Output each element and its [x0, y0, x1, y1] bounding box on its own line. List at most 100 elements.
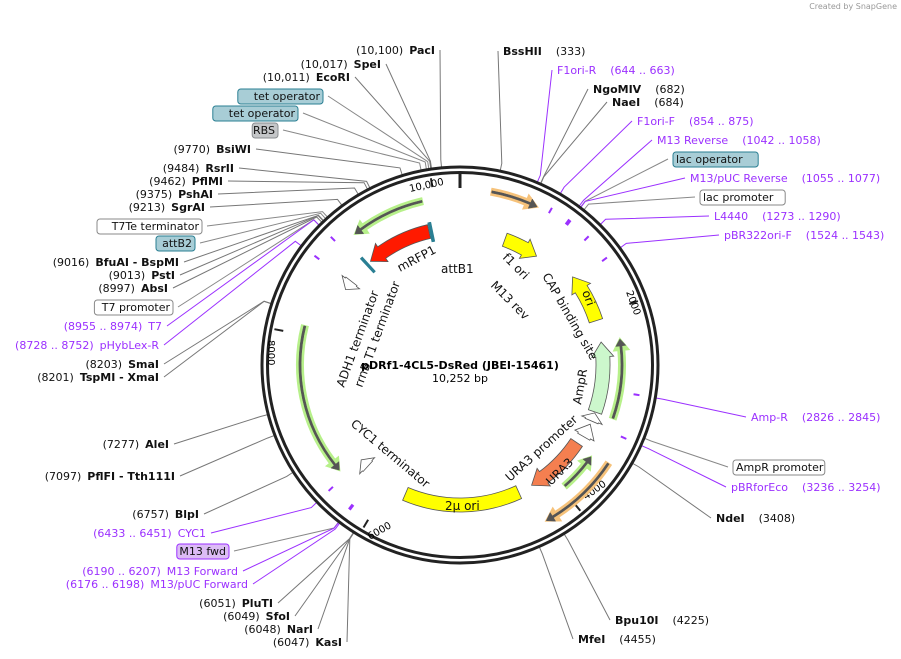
- feature-label-cyc1-terminator[interactable]: CYC1 terminator: [348, 417, 432, 491]
- feature-ampr[interactable]: [587, 341, 615, 415]
- site-name: BlpI: [175, 508, 199, 521]
- enzyme-label[interactable]: NaeI(684): [612, 96, 684, 109]
- enzyme-label[interactable]: BssHII(333): [503, 45, 585, 58]
- feature-ampr-promoter[interactable]: [580, 412, 604, 426]
- primer-label[interactable]: M13 Reverse(1042 .. 1058): [657, 134, 821, 147]
- enzyme-label[interactable]: (6049)SfoI: [223, 610, 290, 623]
- enzyme-label[interactable]: (9016)BfuAI - BspMI: [53, 256, 179, 269]
- enzyme-label[interactable]: (9013)PstI: [109, 269, 175, 282]
- feature-tag[interactable]: attB2: [162, 237, 192, 250]
- primer-label[interactable]: F1ori-R(644 .. 663): [557, 64, 675, 77]
- feature-ura3[interactable]: [531, 438, 583, 487]
- enzyme-label[interactable]: (6757)BlpI: [132, 508, 199, 521]
- enzyme-label[interactable]: (6048)NarI: [244, 623, 313, 636]
- feature-orf-arrow[interactable]: [298, 325, 340, 471]
- enzyme-label[interactable]: (10,011)EcoRI: [263, 71, 350, 84]
- site-name: PshAI: [178, 188, 213, 201]
- enzyme-label[interactable]: (6047)KasI: [273, 636, 342, 649]
- feature-orf-arrow[interactable]: [491, 190, 538, 209]
- enzyme-label[interactable]: (7277)AleI: [103, 438, 169, 451]
- primer-label[interactable]: (8728 .. 8752)pHybLex-R: [15, 339, 159, 352]
- primer-label[interactable]: F1ori-F(854 .. 875): [637, 115, 754, 128]
- enzyme-label[interactable]: (8997)AbsI: [98, 282, 168, 295]
- primer-leader-line: [166, 219, 320, 327]
- enzyme-label[interactable]: (6051)PluTI: [199, 597, 273, 610]
- primer-label[interactable]: (6433 .. 6451)CYC1: [93, 527, 206, 540]
- primer-label[interactable]: pBRforEco(3236 .. 3254): [731, 481, 881, 494]
- feature-adh1-terminator[interactable]: [341, 274, 361, 291]
- leader-line: [209, 198, 343, 208]
- feature-orf-arrow[interactable]: [563, 456, 592, 488]
- enzyme-label[interactable]: (9462)PflMI: [149, 175, 223, 188]
- feature-orf-arrow[interactable]: [354, 200, 423, 235]
- enzyme-label[interactable]: (10,100)PacI: [356, 44, 435, 57]
- site-position: (684): [654, 96, 684, 109]
- feature-tag-box[interactable]: [699, 189, 786, 206]
- enzyme-label[interactable]: (10,017)SpeI: [301, 58, 381, 71]
- feature-tag-text: lac operator: [676, 153, 743, 166]
- site-position: (9016): [53, 256, 90, 269]
- feature-tag-box[interactable]: [237, 88, 324, 105]
- feature-tag[interactable]: T7Te terminator: [111, 220, 200, 233]
- enzyme-label[interactable]: (8201)TspMI - XmaI: [37, 371, 159, 384]
- feature-label-2mu-ori[interactable]: 2μ ori: [445, 499, 480, 513]
- feature-tag-box[interactable]: [212, 105, 299, 122]
- enzyme-label[interactable]: (8203)SmaI: [86, 358, 159, 371]
- feature-orf-arrow[interactable]: [545, 462, 610, 522]
- feature-tag[interactable]: lac operator: [676, 153, 743, 166]
- feature-tag-box[interactable]: [155, 235, 196, 252]
- feature-tag-box[interactable]: [176, 543, 230, 560]
- primer-label[interactable]: (6176 .. 6198)M13/pUC Forward: [66, 578, 248, 591]
- feature-label-ampr[interactable]: AmpR: [570, 368, 590, 406]
- feature-cyc1-terminator[interactable]: [359, 457, 376, 475]
- feature-ura3-promoter[interactable]: [573, 423, 595, 442]
- site-position: (682): [655, 83, 685, 96]
- feature-tag-box[interactable]: [672, 151, 759, 168]
- primer-label[interactable]: pBR322ori-F(1524 .. 1543): [724, 229, 884, 242]
- feature-tag-box[interactable]: [96, 218, 203, 235]
- feature-f1-ori[interactable]: [501, 232, 538, 259]
- feature-tag[interactable]: RBS: [253, 124, 275, 137]
- enzyme-label[interactable]: (9484)RsrII: [163, 162, 234, 175]
- primer-label[interactable]: Amp-R(2826 .. 2845): [751, 411, 880, 424]
- site-position: (6190 .. 6207): [82, 565, 161, 578]
- tick-mark: [274, 328, 284, 332]
- feature-tag[interactable]: AmpR promoter: [736, 461, 824, 474]
- enzyme-label[interactable]: (9375)PshAI: [136, 188, 213, 201]
- enzyme-label[interactable]: NdeI(3408): [716, 512, 795, 525]
- feature-tag[interactable]: tet operator: [229, 107, 296, 120]
- primer-label[interactable]: (8955 .. 8974)T7: [64, 320, 162, 333]
- enzyme-label[interactable]: Bpu10I(4225): [615, 614, 709, 627]
- feature-tag[interactable]: lac promoter: [703, 191, 774, 204]
- leader-line: [206, 211, 329, 227]
- enzyme-label[interactable]: (9770)BsiWI: [173, 143, 251, 156]
- feature-mrfp1[interactable]: [369, 224, 432, 263]
- enzyme-label[interactable]: NgoMIV(682): [593, 83, 685, 96]
- feature-tag-box[interactable]: [93, 299, 174, 316]
- leader-line: [579, 158, 669, 208]
- site-position: (3408): [759, 512, 796, 525]
- leader-line: [294, 531, 355, 617]
- primer-label[interactable]: M13/pUC Reverse(1055 .. 1077): [690, 172, 880, 185]
- feature-tag[interactable]: T7 promoter: [101, 301, 171, 314]
- enzyme-label[interactable]: MfeI(4455): [578, 633, 656, 646]
- primer-label[interactable]: (6190 .. 6207)M13 Forward: [82, 565, 238, 578]
- enzyme-label[interactable]: (7097)PflFI - Tth111I: [45, 470, 175, 483]
- feature-label-ori[interactable]: ori: [579, 288, 597, 307]
- feature-orf-arrow[interactable]: [611, 338, 627, 420]
- feature-tag-text: lac promoter: [703, 191, 774, 204]
- site-name: M13/pUC Forward: [150, 578, 248, 591]
- site-name: pBRforEco: [731, 481, 788, 494]
- feature-label-attb1[interactable]: attB1: [441, 262, 474, 276]
- feature-2-ori[interactable]: [402, 485, 523, 513]
- feature-tag[interactable]: M13 fwd: [179, 545, 226, 558]
- site-labels: (10,100)PacI(10,017)SpeI(10,011)EcoRI tet…: [15, 44, 884, 649]
- feature-tag-box[interactable]: [251, 122, 279, 139]
- feature-tag-box[interactable]: [732, 459, 826, 476]
- feature-label-m13-rev[interactable]: M13 rev: [488, 278, 532, 322]
- site-position: (9484): [163, 162, 200, 175]
- primer-label[interactable]: L4440(1273 .. 1290): [714, 210, 841, 223]
- feature-tag[interactable]: tet operator: [254, 90, 321, 103]
- feature-ori[interactable]: [571, 276, 604, 324]
- enzyme-label[interactable]: (9213)SgrAI: [129, 201, 205, 214]
